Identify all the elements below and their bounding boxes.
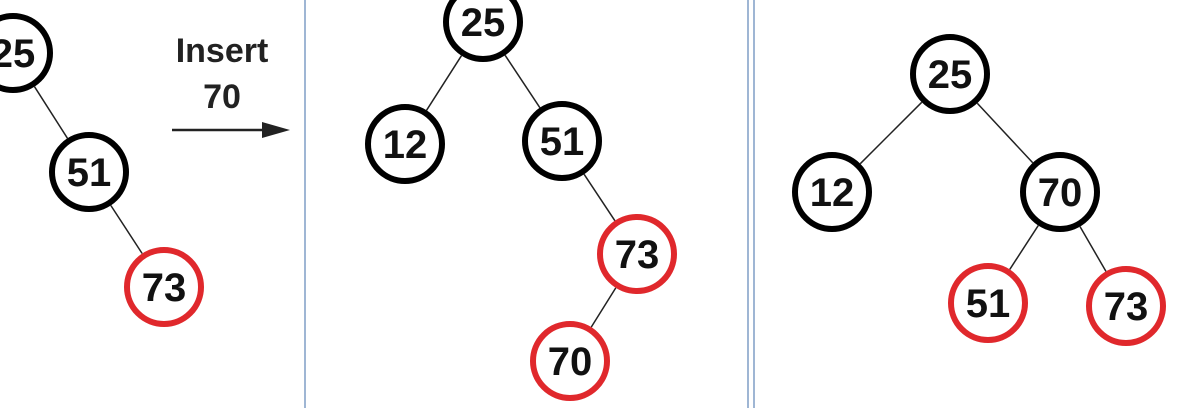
node-after-insert-51: 51 bbox=[522, 101, 602, 181]
tree-nodes: 25 51 73 25 12 51 73 70 25 12 70 51 73 bbox=[0, 0, 1166, 401]
node-circle-black bbox=[1020, 152, 1100, 232]
edge-after-insert-25-12 bbox=[425, 55, 463, 111]
node-after-fix-25: 25 bbox=[910, 34, 990, 114]
node-after-fix-12: 12 bbox=[792, 152, 872, 232]
edge-after-fix-70-73 bbox=[1079, 226, 1107, 272]
node-before-73: 73 bbox=[124, 247, 204, 327]
insert-arrow-head bbox=[262, 122, 290, 138]
tree-edges bbox=[33, 54, 1107, 328]
node-key-label: 51 bbox=[540, 120, 585, 164]
node-circle-black bbox=[443, 0, 523, 62]
node-circle-red bbox=[1086, 266, 1166, 346]
node-circle-black bbox=[49, 132, 129, 212]
node-key-label: 51 bbox=[67, 151, 112, 195]
node-key-label: 25 bbox=[928, 53, 973, 97]
node-after-insert-12: 12 bbox=[365, 104, 445, 184]
node-key-label: 12 bbox=[383, 123, 428, 167]
node-circle-red bbox=[530, 321, 610, 401]
node-key-label: 51 bbox=[966, 282, 1011, 326]
insert-label-line2: 70 bbox=[203, 78, 241, 116]
panel-dividers bbox=[304, 0, 755, 408]
node-circle-red bbox=[124, 247, 204, 327]
node-circle-black bbox=[0, 13, 53, 93]
node-key-label: 25 bbox=[461, 1, 506, 45]
edge-after-insert-25-51 bbox=[504, 54, 541, 109]
node-after-insert-25: 25 bbox=[443, 0, 523, 62]
edge-before-51-73 bbox=[110, 205, 143, 254]
insert-label-line1: Insert bbox=[176, 32, 269, 70]
node-circle-black bbox=[522, 101, 602, 181]
node-circle-black bbox=[910, 34, 990, 114]
node-key-label: 70 bbox=[548, 340, 593, 384]
node-before-25: 25 bbox=[0, 13, 53, 93]
node-after-insert-70: 70 bbox=[530, 321, 610, 401]
node-key-label: 73 bbox=[142, 266, 187, 310]
node-after-insert-73: 73 bbox=[597, 214, 677, 294]
edge-after-insert-51-73 bbox=[583, 173, 616, 222]
edge-before-25-51 bbox=[33, 86, 69, 139]
node-circle-black bbox=[792, 152, 872, 232]
edge-after-fix-25-12 bbox=[859, 101, 923, 165]
node-key-label: 70 bbox=[1038, 171, 1083, 215]
node-after-fix-73: 73 bbox=[1086, 266, 1166, 346]
edge-after-fix-70-51 bbox=[1009, 225, 1039, 270]
node-circle-red bbox=[948, 263, 1028, 343]
node-key-label: 73 bbox=[1104, 285, 1149, 329]
insert-label: Insert 70 bbox=[172, 32, 290, 138]
node-after-fix-51: 51 bbox=[948, 263, 1028, 343]
node-after-fix-70: 70 bbox=[1020, 152, 1100, 232]
node-key-label: 25 bbox=[0, 32, 35, 76]
node-circle-red bbox=[597, 214, 677, 294]
edge-after-fix-25-70 bbox=[976, 102, 1034, 164]
node-before-51: 51 bbox=[49, 132, 129, 212]
node-key-label: 12 bbox=[810, 171, 855, 215]
node-key-label: 73 bbox=[615, 233, 660, 277]
node-circle-black bbox=[365, 104, 445, 184]
edge-after-insert-73-70 bbox=[590, 287, 617, 328]
